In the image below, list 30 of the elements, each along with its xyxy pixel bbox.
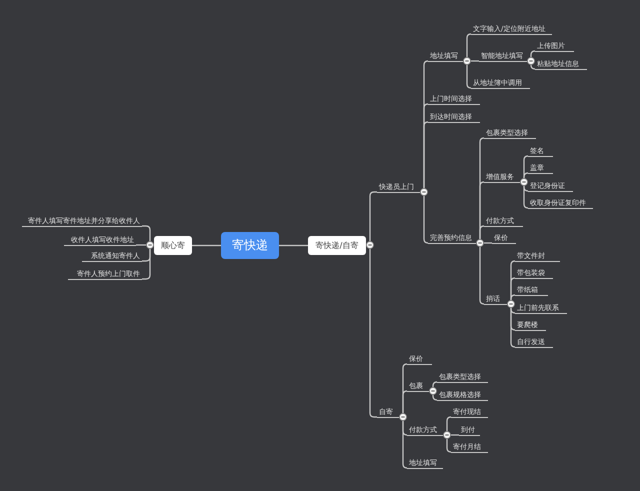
connector-line	[423, 121, 429, 188]
connector-line	[466, 33, 472, 57]
connector-line	[279, 244, 308, 246]
connector-line	[142, 225, 151, 241]
connector-line	[446, 439, 452, 453]
connector-line	[523, 186, 529, 209]
connector-line	[510, 277, 516, 300]
connector-line	[142, 249, 151, 280]
connector-line	[369, 249, 377, 418]
main-topic-box: 顺心寄	[154, 236, 192, 255]
main-topic-box: 寄快递/自寄	[308, 236, 366, 255]
connector-line	[402, 421, 408, 469]
connector-line	[523, 155, 529, 178]
connector-line	[479, 247, 485, 305]
connector-line	[510, 308, 516, 348]
connector-line	[432, 395, 438, 401]
connector-line	[423, 196, 429, 244]
connector-line	[479, 225, 485, 239]
connector-line	[530, 64, 536, 70]
connector-line	[432, 381, 438, 387]
connector-line	[136, 244, 146, 246]
connector-line	[192, 244, 221, 246]
connector-line	[402, 390, 408, 413]
connector-line	[523, 172, 529, 178]
connector-line	[466, 65, 472, 89]
connector-line	[446, 416, 452, 431]
connector-line	[530, 50, 536, 57]
central-topic-box: 寄快递	[221, 232, 279, 259]
connector-line	[510, 294, 516, 300]
connector-line	[369, 191, 377, 241]
